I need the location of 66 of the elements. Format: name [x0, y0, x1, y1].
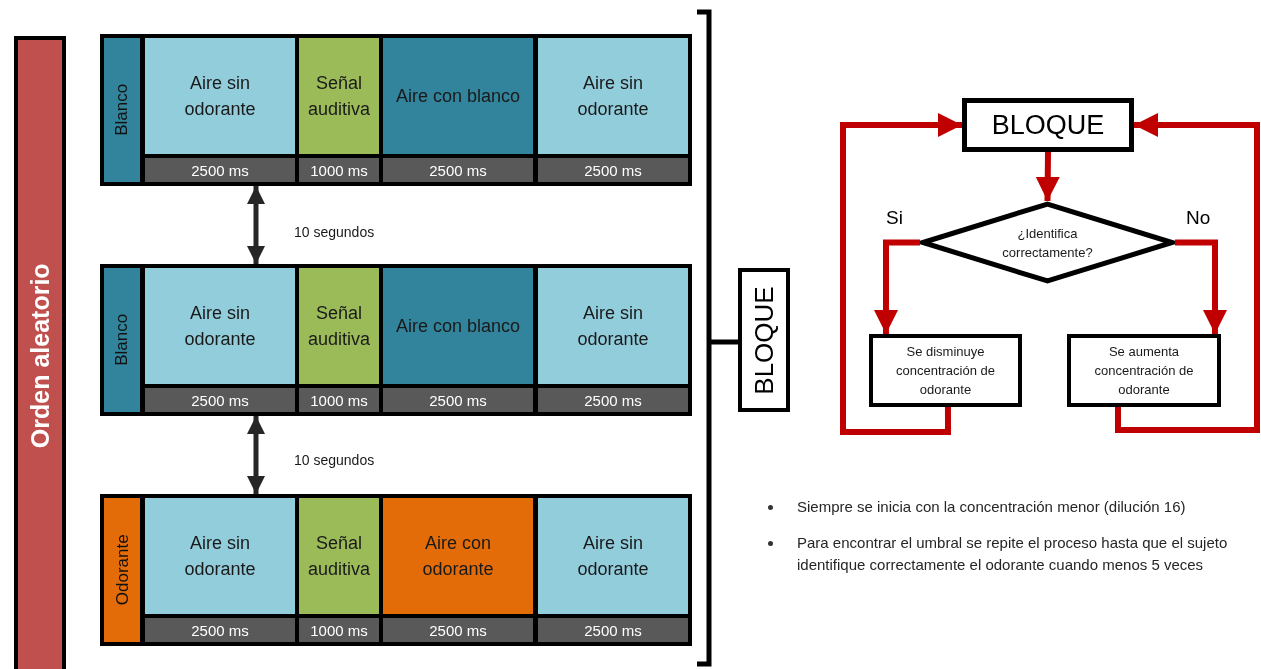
segment-text: Señal auditiva [306, 72, 371, 121]
decision-text: ¿Identifica correctamente? [1001, 224, 1094, 262]
arrow [840, 113, 962, 435]
arrow [1035, 151, 1060, 202]
segment-text: Aire con odorante [421, 532, 495, 581]
stimulus-segment [538, 498, 688, 614]
block-box [738, 268, 790, 412]
duration-bar: 2500 ms [538, 618, 688, 642]
duration-bar: 2500 ms [145, 388, 295, 412]
duration-bar: 2500 ms [145, 158, 295, 182]
box-text: Se aumenta concentración de odorante [1093, 343, 1195, 399]
segment-text: Señal auditiva [306, 302, 371, 351]
segment-text: Aire sin odorante [576, 72, 650, 121]
duration-bar: 2500 ms [383, 618, 533, 642]
stimulus-segment [299, 268, 379, 384]
trial-frame [100, 264, 692, 416]
duration-bar: 2500 ms [383, 388, 533, 412]
trial-frame [100, 494, 692, 646]
process-box [1067, 334, 1221, 407]
duration-bar: 1000 ms [299, 618, 379, 642]
condition-text: Odorante [111, 534, 133, 606]
duration-bar: 1000 ms [299, 158, 379, 182]
stimulus-segment [538, 268, 688, 384]
stimulus-segment [383, 498, 533, 614]
note-text: Siempre se inicia con la concentración menor (dilución 16) [797, 497, 1186, 517]
box-text: BLOQUE [991, 111, 1105, 139]
process-box [962, 98, 1134, 152]
segment-text: Señal auditiva [306, 532, 371, 581]
segment-text: Aire sin odorante [183, 302, 257, 351]
condition-tag [104, 268, 140, 412]
arrow [247, 416, 265, 494]
segment-text: Aire sin odorante [183, 72, 257, 121]
note-text: Para encontrar el umbral se repite el proceso hasta que el sujeto identifique correctamente el odorante cuando menos 5 veces [797, 533, 1229, 575]
stimulus-segment [145, 38, 295, 154]
block-text: BLOQUE [747, 285, 780, 395]
duration-bar: 2500 ms [145, 618, 295, 642]
stimulus-segment [538, 38, 688, 154]
segment-text: Aire sin odorante [576, 532, 650, 581]
arrow [1114, 113, 1260, 433]
stimulus-segment [383, 268, 533, 384]
condition-text: Blanco [111, 314, 133, 366]
trial-frame [100, 34, 692, 186]
segment-text: Aire sin odorante [183, 532, 257, 581]
arrow [1175, 239, 1227, 334]
duration-bar: 2500 ms [538, 158, 688, 182]
condition-text: Blanco [111, 84, 133, 136]
sidebar-text: Orden aleatorio [24, 263, 55, 449]
condition-tag [104, 38, 140, 182]
duration-bar: 1000 ms [299, 388, 379, 412]
arrow [874, 239, 920, 334]
stimulus-segment [299, 38, 379, 154]
decision-diamond [920, 201, 1175, 284]
process-box [869, 334, 1022, 407]
sidebar-label [14, 36, 66, 669]
segment-text: Aire con blanco [395, 85, 521, 108]
box-text: Se disminuye concentración de odorante [895, 343, 996, 399]
condition-tag [104, 498, 140, 642]
stimulus-segment [383, 38, 533, 154]
stimulus-segment [145, 498, 295, 614]
segment-text: Aire sin odorante [576, 302, 650, 351]
arrow [247, 186, 265, 264]
segment-text: Aire con blanco [395, 315, 521, 338]
stimulus-segment [145, 268, 295, 384]
stimulus-segment [299, 498, 379, 614]
duration-bar: 2500 ms [383, 158, 533, 182]
duration-bar: 2500 ms [538, 388, 688, 412]
